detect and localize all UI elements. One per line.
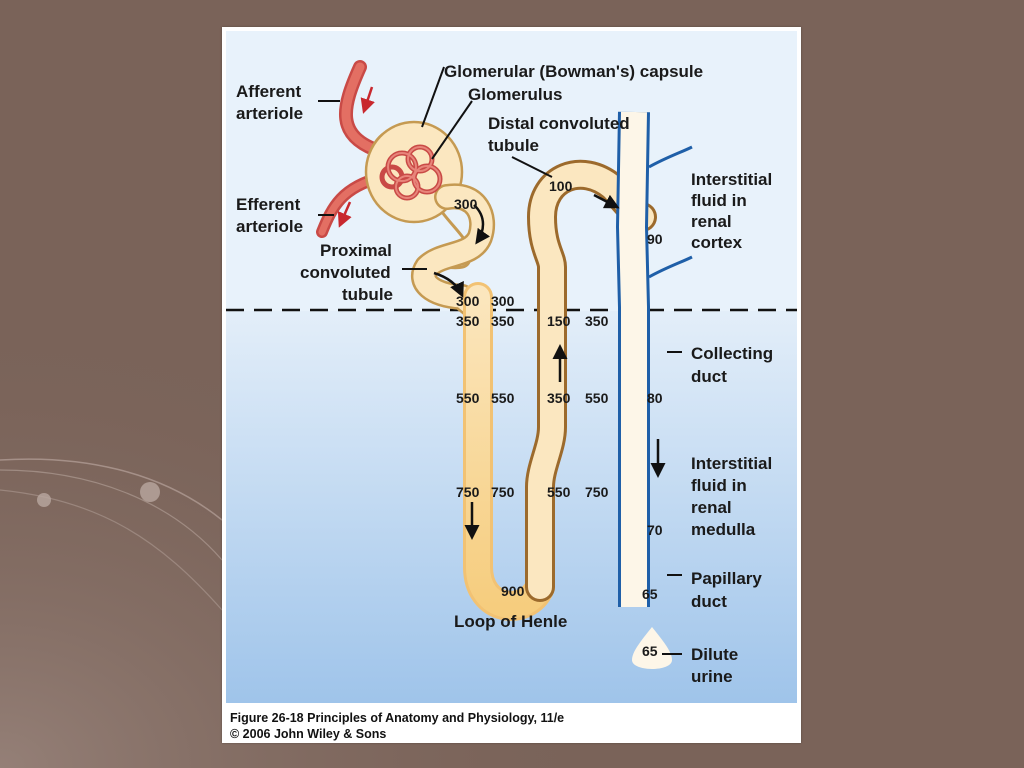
figure-card: Afferent arteriole Efferent arteriole Gl… (222, 27, 801, 743)
caption-line1: Figure 26-18 Principles of Anatomy and P… (230, 711, 565, 725)
pct-flow-arrow-1 (473, 204, 491, 245)
cortex-interstitial-line2: fluid in (691, 191, 747, 210)
glomerulus-label: Glomerulus (468, 85, 562, 104)
value-asc-350r: 350 (585, 313, 609, 329)
afferent-label-line1: Afferent (236, 82, 302, 101)
value-desc-750: 750 (456, 484, 480, 500)
value-desc-top-300: 300 (456, 293, 480, 309)
papillary-duct-label-line1: Papillary (691, 569, 762, 588)
afferent-label-line2: arteriole (236, 104, 303, 123)
efferent-flow-arrow (337, 201, 352, 228)
distal-label-line2: tubule (488, 136, 539, 155)
afferent-flow-arrow (360, 86, 375, 114)
efferent-label-line2: arteriole (236, 217, 303, 236)
dilute-urine-label-line1: Dilute (691, 645, 738, 664)
value-desc-350: 350 (456, 313, 480, 329)
papillary-duct-label-line2: duct (691, 592, 727, 611)
medulla-interstitial-line3: renal (691, 498, 732, 517)
value-pct-300: 300 (454, 196, 478, 212)
value-asc-550r: 550 (585, 390, 609, 406)
value-cd-65: 65 (642, 586, 658, 602)
cortex-interstitial-line4: cortex (691, 233, 743, 252)
pct-flow-arrow-2 (433, 271, 464, 298)
proximal-label-line1: Proximal (320, 241, 392, 260)
value-desc-550: 550 (456, 390, 480, 406)
value-cd-70: 70 (647, 522, 663, 538)
value-asc-350: 350 (547, 390, 571, 406)
collecting-duct-label-line2: duct (691, 367, 727, 386)
value-desc-750b: 750 (491, 484, 515, 500)
capsule-label: Glomerular (Bowman's) capsule (444, 62, 703, 81)
figure-caption: Figure 26-18 Principles of Anatomy and P… (230, 710, 564, 742)
proximal-label-line3: tubule (342, 285, 393, 304)
medulla-interstitial-line4: medulla (691, 520, 756, 539)
distal-label-line1: Distal convoluted (488, 114, 630, 133)
value-desc-550b: 550 (491, 390, 515, 406)
efferent-label-line1: Efferent (236, 195, 301, 214)
value-asc-750r: 750 (585, 484, 609, 500)
nephron-diagram: Afferent arteriole Efferent arteriole Gl… (226, 31, 797, 703)
value-distal-100: 100 (549, 178, 573, 194)
value-asc-550: 550 (547, 484, 571, 500)
value-desc-350b: 350 (491, 313, 515, 329)
medulla-interstitial-line1: Interstitial (691, 454, 772, 473)
medulla-region (226, 311, 797, 703)
urine-droplet (632, 627, 672, 669)
value-loop-900: 900 (501, 583, 525, 599)
caption-line2: © 2006 John Wiley & Sons (230, 727, 387, 741)
value-asc-150: 150 (547, 313, 571, 329)
medulla-interstitial-line2: fluid in (691, 476, 747, 495)
loop-of-henle-label: Loop of Henle (454, 612, 567, 631)
proximal-label-line2: convoluted (300, 263, 391, 282)
value-desc-top-300b: 300 (491, 293, 515, 309)
value-cd-80: 80 (647, 390, 663, 406)
cortex-interstitial-line3: renal (691, 212, 732, 231)
dilute-urine-label-line2: urine (691, 667, 733, 686)
collecting-duct-label-line1: Collecting (691, 344, 773, 363)
cortex-region (226, 31, 797, 311)
cortex-interstitial-line1: Interstitial (691, 170, 772, 189)
value-urine-65: 65 (642, 643, 658, 659)
value-cd-90: 90 (647, 231, 663, 247)
distal-flow-arrow (593, 193, 620, 209)
